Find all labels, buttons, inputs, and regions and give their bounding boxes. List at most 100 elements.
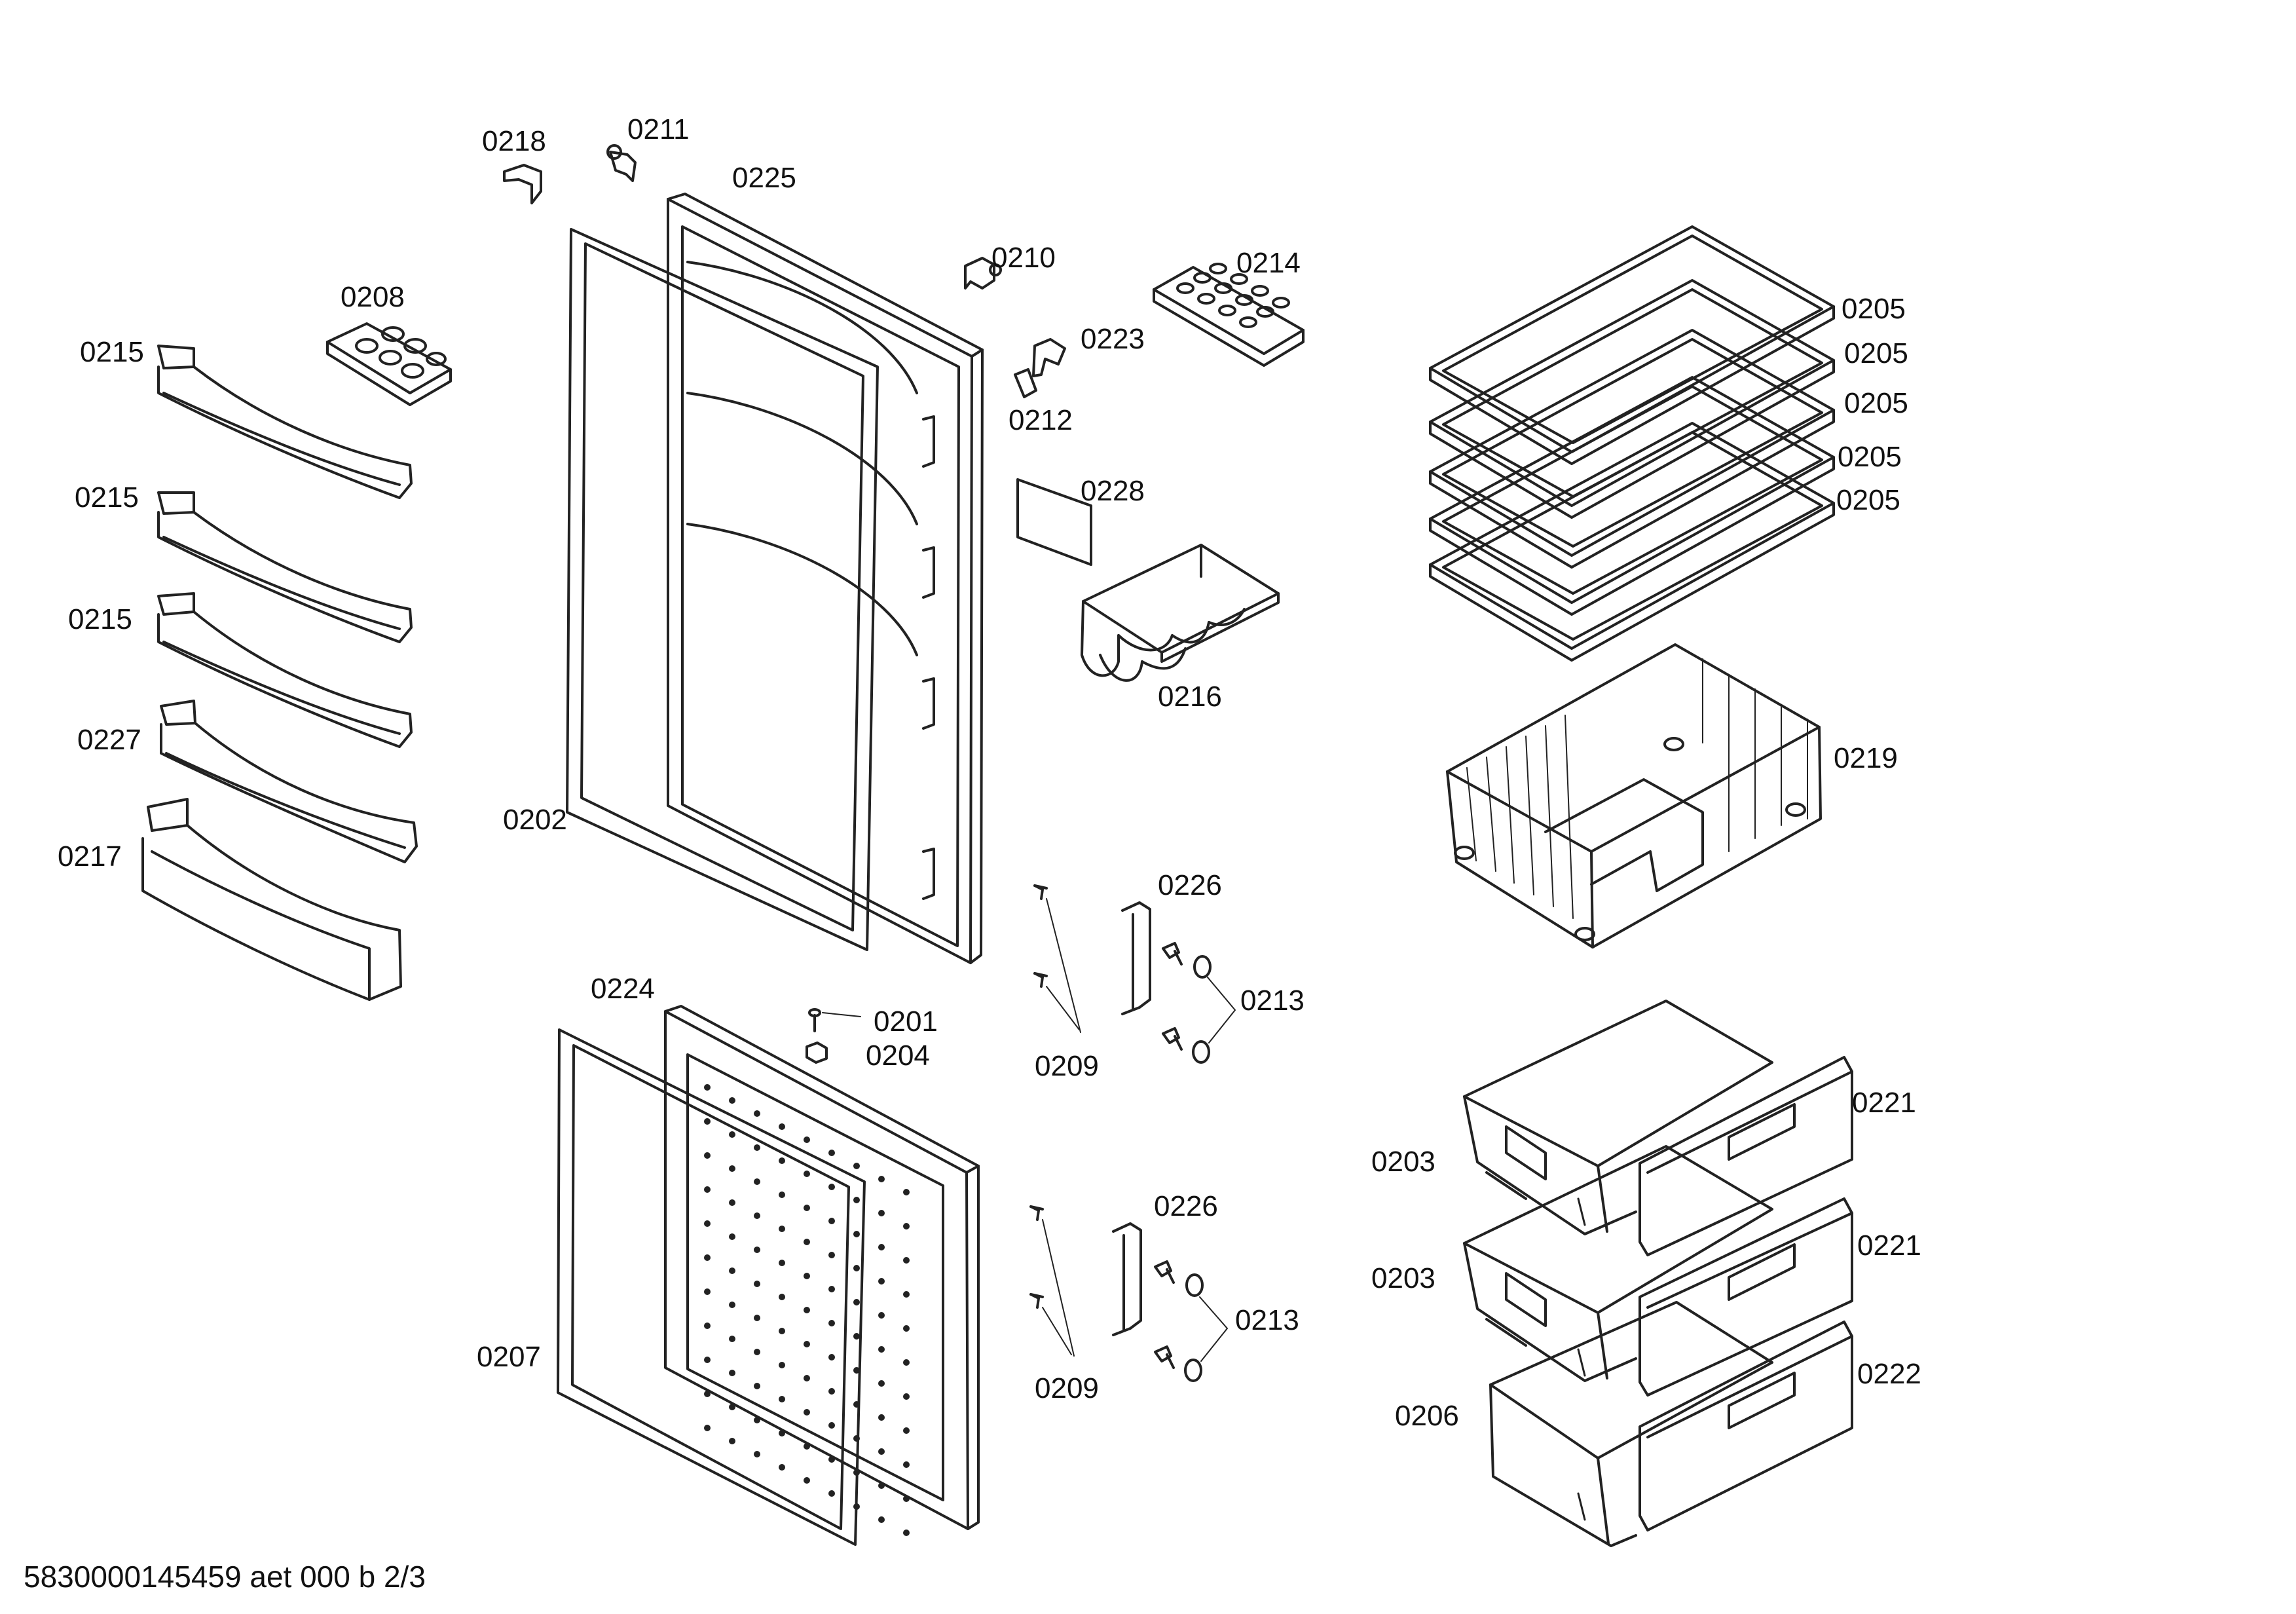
door-dot: [878, 1244, 885, 1250]
door-dot: [704, 1357, 711, 1363]
egg-tray-0208: [326, 322, 452, 406]
lower-door-0224: [664, 1005, 980, 1530]
door-dot: [853, 1401, 860, 1408]
door-dot: [853, 1333, 860, 1340]
door-dot: [729, 1438, 735, 1444]
door-dot: [828, 1286, 835, 1292]
label-0215-c: 0215: [68, 603, 132, 635]
lower-door-dot-pattern: // placeholder; dots are added by script…: [704, 1084, 910, 1536]
door-dot: [754, 1247, 760, 1253]
label-0204: 0204: [866, 1040, 930, 1072]
door-dot: [754, 1144, 760, 1151]
door-dot: [828, 1150, 835, 1156]
glass-shelf-0205-3: [1429, 329, 1835, 569]
label-0206: 0206: [1395, 1400, 1459, 1432]
door-dot: [704, 1288, 711, 1295]
hinge-clip-0211: [606, 144, 637, 182]
label-0225: 0225: [732, 162, 796, 194]
door-dot: [804, 1341, 810, 1347]
door-dot: [853, 1265, 860, 1271]
door-dot: [828, 1388, 835, 1395]
label-0222: 0222: [1857, 1358, 1921, 1390]
door-dot: [729, 1370, 735, 1376]
label-0217: 0217: [58, 840, 122, 873]
label-0221-a: 0221: [1852, 1087, 1916, 1119]
door-dot: [754, 1212, 760, 1219]
door-dot: [828, 1422, 835, 1429]
door-dot: [729, 1165, 735, 1172]
door-dot: [779, 1430, 785, 1436]
hinge-clip-0218: [503, 164, 542, 204]
door-dot: [704, 1323, 711, 1329]
label-0201: 0201: [874, 1005, 938, 1038]
door-dot: [729, 1233, 735, 1240]
door-dot: [779, 1464, 785, 1471]
door-dot: [828, 1456, 835, 1463]
door-dot: [878, 1346, 885, 1353]
door-dot: [903, 1461, 910, 1468]
label-0211: 0211: [627, 113, 690, 145]
door-dot: [754, 1281, 760, 1287]
door-dot: [853, 1469, 860, 1476]
hinge-0223: [1032, 338, 1066, 377]
handle-0226-upper: [1121, 901, 1151, 1015]
door-dot: [704, 1254, 711, 1261]
glass-shelf-0205-1: [1429, 225, 1835, 465]
door-dot: [754, 1315, 760, 1321]
door-dot: [729, 1131, 735, 1138]
door-dot: [878, 1278, 885, 1285]
label-0203-a: 0203: [1371, 1146, 1435, 1178]
door-dot: [828, 1320, 835, 1326]
drawer-0203-upper: [1463, 1000, 1773, 1235]
label-0213-b: 0213: [1235, 1304, 1299, 1336]
door-dot: [903, 1359, 910, 1366]
door-dot: [878, 1516, 885, 1523]
door-dot: [779, 1362, 785, 1368]
glass-shelf-0205-2: [1429, 279, 1835, 519]
label-0215-b: 0215: [75, 481, 139, 514]
door-dot: [828, 1354, 835, 1361]
door-dot: [704, 1391, 711, 1397]
label-0205-2: 0205: [1844, 337, 1908, 369]
drawer-0206: [1489, 1301, 1773, 1547]
door-dot: [804, 1273, 810, 1279]
screws-0213-upper: [1162, 942, 1236, 1064]
label-0203-b: 0203: [1371, 1262, 1435, 1294]
door-dot: [754, 1178, 760, 1185]
glass-shelf-0205-4: [1429, 376, 1835, 616]
label-0226-b: 0226: [1154, 1190, 1218, 1222]
door-dot: [853, 1367, 860, 1374]
door-dot: [853, 1503, 860, 1510]
label-0226-a: 0226: [1158, 869, 1222, 901]
door-dot: [804, 1375, 810, 1381]
label-0223: 0223: [1081, 323, 1145, 355]
hinge-cover-0210: [964, 257, 1002, 290]
upper-door-gasket-0202: [566, 228, 879, 951]
door-shelf-0215-c: [157, 592, 413, 748]
label-0205-1: 0205: [1842, 293, 1906, 325]
label-0202: 0202: [503, 804, 567, 836]
door-dot: [804, 1171, 810, 1177]
door-dot: [754, 1110, 760, 1117]
door-dot: [729, 1302, 735, 1308]
door-dot: [729, 1404, 735, 1410]
label-0219: 0219: [1834, 742, 1898, 774]
label-0207: 0207: [477, 1341, 541, 1373]
door-dot: [878, 1312, 885, 1319]
door-shelf-0215-b: [157, 491, 413, 643]
label-0224: 0224: [591, 973, 655, 1005]
door-dot: [779, 1123, 785, 1130]
bottle-rack-0216: [1081, 544, 1280, 682]
door-dot: [729, 1097, 735, 1104]
door-dot: [704, 1220, 711, 1227]
handle-0226-lower: [1112, 1222, 1142, 1336]
document-footer: 5830000145459 aet 000 b 2/3: [24, 1560, 426, 1594]
door-dot: [779, 1192, 785, 1198]
door-dot: [754, 1451, 760, 1457]
door-dot: [853, 1299, 860, 1305]
door-dot: [754, 1417, 760, 1423]
door-dot: [779, 1294, 785, 1300]
door-dot: [853, 1231, 860, 1237]
